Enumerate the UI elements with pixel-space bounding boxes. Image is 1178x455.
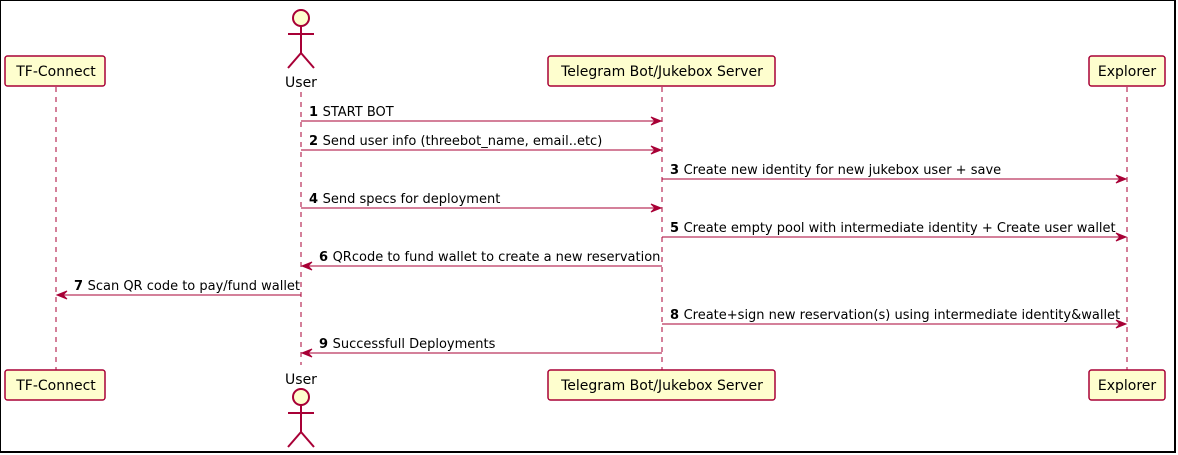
participant-box-top-explorer [1088, 55, 1166, 87]
message-arrowhead-6 [300, 261, 313, 271]
participant-label-top-tfconnect: TF-Connect [15, 64, 96, 80]
message-arrowhead-3 [1115, 174, 1128, 184]
message-label-9: 9 Successfull Deployments [319, 337, 496, 352]
participant-box-bottom-explorer [1088, 369, 1166, 401]
message-text-8: Create+sign new reservation(s) using int… [684, 308, 1121, 323]
bottom-user-actor-leg-right [300, 431, 315, 448]
message-arrowhead-2 [650, 145, 663, 155]
message-text-5: Create empty pool with intermediate iden… [684, 221, 1116, 236]
message-number-9: 9 [319, 337, 333, 352]
top-user-actor-leg-right [300, 52, 315, 69]
message-text-4: Send specs for deployment [323, 192, 501, 207]
message-number-8: 8 [670, 308, 684, 323]
participant-box-bottom-tfconnect [4, 369, 106, 401]
participant-label-bottom-bot: Telegram Bot/Jukebox Server [560, 378, 763, 394]
top-user-actor-leg-left [287, 52, 302, 69]
message-label-3: 3 Create new identity for new jukebox us… [670, 163, 1001, 178]
message-label-2: 2 Send user info (threebot_name, email..… [309, 134, 602, 149]
message-label-4: 4 Send specs for deployment [309, 192, 500, 207]
message-number-3: 3 [670, 163, 684, 178]
top-user-actor-head [292, 9, 310, 27]
participant-label-top-explorer: Explorer [1098, 64, 1157, 80]
message-text-7: Scan QR code to pay/fund wallet [88, 279, 300, 294]
message-label-8: 8 Create+sign new reservation(s) using i… [670, 308, 1120, 323]
message-arrowhead-7 [55, 290, 68, 300]
message-number-6: 6 [319, 250, 333, 265]
message-arrowhead-9 [300, 348, 313, 358]
participant-label-top-bot: Telegram Bot/Jukebox Server [560, 64, 763, 80]
message-text-9: Successfull Deployments [333, 337, 496, 352]
bottom-user-actor-head [292, 388, 310, 406]
message-text-6: QRcode to fund wallet to create a new re… [333, 250, 661, 265]
participant-box-bottom-bot [547, 369, 776, 401]
actor-label-top-user: User [285, 75, 317, 91]
participant-box-top-tfconnect [4, 55, 106, 87]
message-number-4: 4 [309, 192, 323, 207]
message-arrowhead-4 [650, 203, 663, 213]
message-label-5: 5 Create empty pool with intermediate id… [670, 221, 1116, 236]
message-number-2: 2 [309, 134, 323, 149]
message-text-1: START BOT [323, 105, 394, 120]
message-arrowhead-8 [1115, 319, 1128, 329]
participant-box-top-bot [547, 55, 776, 87]
participant-label-bottom-explorer: Explorer [1098, 378, 1157, 394]
message-text-3: Create new identity for new jukebox user… [684, 163, 1002, 178]
message-number-5: 5 [670, 221, 684, 236]
actor-label-bottom-user: User [285, 372, 317, 388]
message-arrowhead-5 [1115, 232, 1128, 242]
message-label-6: 6 QRcode to fund wallet to create a new … [319, 250, 660, 265]
message-number-7: 7 [74, 279, 88, 294]
message-text-2: Send user info (threebot_name, email..et… [323, 134, 603, 149]
message-arrowhead-1 [650, 116, 663, 126]
bottom-user-actor-leg-left [287, 431, 302, 448]
message-label-1: 1 START BOT [309, 105, 394, 120]
message-number-1: 1 [309, 105, 323, 120]
participant-label-bottom-tfconnect: TF-Connect [15, 378, 96, 394]
message-label-7: 7 Scan QR code to pay/fund wallet [74, 279, 300, 294]
